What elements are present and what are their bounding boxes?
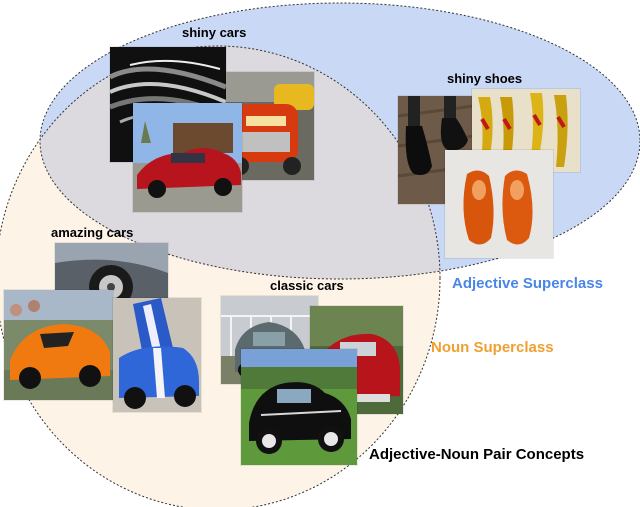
- orange-racecar-icon: [4, 290, 113, 400]
- adjective-superclass-label: Adjective Superclass: [452, 275, 603, 292]
- shiny-shoes-photo-orange: [445, 150, 553, 258]
- amazing-cars-photo-blue-race: [113, 298, 201, 412]
- shiny-cars-label: shiny cars: [182, 25, 247, 40]
- classic-cars-label: classic cars: [270, 278, 344, 293]
- classic-cars-photo-black: [241, 349, 357, 465]
- amazing-cars-label: amazing cars: [51, 225, 134, 240]
- black-classic-car-icon: [241, 349, 357, 465]
- red-car-icon: [133, 103, 242, 212]
- orange-shoes-icon: [445, 150, 553, 258]
- amazing-cars-photo-orange-race: [4, 290, 113, 400]
- shiny-shoes-label: shiny shoes: [447, 71, 523, 86]
- noun-superclass-outline: [0, 45, 441, 507]
- blue-racecar-icon: [113, 298, 201, 412]
- anp-concepts-label: Adjective-Noun Pair Concepts: [369, 446, 585, 463]
- shiny-cars-photo-red-sedan: [133, 103, 242, 212]
- noun-superclass-label: Noun Superclass: [431, 339, 554, 356]
